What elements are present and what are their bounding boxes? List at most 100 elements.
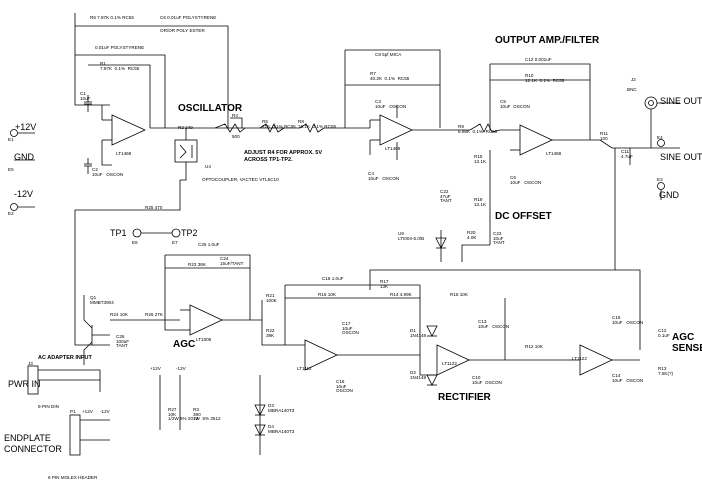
part-r1: R1 7.87K 0.1% RC55: [100, 61, 140, 71]
part-r25: R25 470: [145, 205, 163, 210]
section-agc: AGC: [173, 339, 196, 350]
part-u7: LT1122: [442, 361, 457, 366]
part-r4v: 500: [232, 134, 240, 139]
wire-osc-fb: [75, 54, 166, 128]
part-e6: E6: [132, 240, 138, 245]
part-c13: C13 10uF OSCON: [478, 319, 510, 329]
part-c25: C25 1.0uF: [198, 242, 220, 247]
part-r11: R11 100: [600, 131, 609, 141]
part-d4: D4 MBRA140T3: [268, 424, 295, 434]
terminal-e1: [10, 129, 18, 137]
optocoupler-u4: [174, 139, 198, 163]
label-pwr-in: PWR IN: [8, 379, 41, 389]
part-r19: R19 13.1K: [474, 197, 487, 207]
part-r16: R16 10K: [318, 292, 336, 297]
part-r13: R13 7.5K(?): [658, 366, 674, 376]
part-q1: Q1 MMBT3904: [90, 295, 114, 305]
opamp-u3-symbol: [519, 124, 553, 156]
wire-osc-r1: [88, 64, 151, 128]
opamp-u6-symbol: [304, 339, 338, 371]
terminal-e2: [10, 203, 18, 211]
part-v12b: -12V: [176, 366, 186, 371]
part-r12: R12 10K: [525, 344, 543, 349]
part-c6b: OR/OR POLY ESTER: [160, 28, 205, 33]
connector-p1: [69, 414, 81, 456]
opamp-u5-symbol: [189, 304, 223, 336]
label-sine-out-2: SINE OUT: [660, 152, 702, 162]
part-j3: J3: [28, 361, 33, 366]
part-c11: C11 4.7uF: [621, 149, 633, 159]
part-d3: D3 MBRA140T3: [268, 403, 295, 413]
part-c18: C18 1.0uF: [322, 276, 344, 281]
part-r15: R15 13.1K: [474, 154, 487, 164]
part-c12b: C12 0.1uF: [658, 328, 670, 338]
part-c6: C6 0.01uF POLYSTYRENE: [160, 15, 217, 20]
part-c14: C14 10uF OSCON: [612, 373, 644, 383]
part-r3: R3 390 1W 5% 2512: [193, 407, 221, 422]
part-u2: LT1468: [385, 146, 401, 151]
part-c5: C5 10uF OSCON: [500, 99, 530, 109]
part-u4: U4: [205, 164, 211, 169]
connector-j3: [27, 365, 39, 395]
part-u5: LT1006: [196, 337, 212, 342]
part-r7: R7 40.2K 0.1% RC55: [370, 71, 410, 81]
testpoint-tp1: [132, 228, 142, 238]
part-d2: D2 1N4148: [410, 370, 427, 380]
part-v12a: +12V: [150, 366, 161, 371]
part-r27: R27 10K 1/2W 5% 2010: [168, 407, 199, 422]
part-c4: C4 10uF OSCON: [368, 171, 400, 181]
part-c2: C2 10uF OSCON: [92, 167, 124, 177]
label-gnd-right: GND: [659, 190, 679, 200]
part-c12: C12 0.001uF: [525, 57, 552, 62]
note-molex: 6 PIN MOLEX HEADER: [48, 475, 98, 480]
part-r21: R21 100K: [266, 293, 277, 303]
part-r8: R8 16.1K 0.1% RC55: [298, 119, 337, 129]
wire-osc-top-loop: [74, 13, 110, 106]
part-c10: C10 10uF OSCON: [472, 375, 502, 385]
part-u8: LT1122: [572, 356, 587, 361]
part-d1: D1 1N4148: [410, 328, 427, 338]
adjust-note: ADJUST R4 FOR APPROX. 5V ACROSS TP1-TP2.: [244, 150, 323, 163]
label-minus12v: -12V: [14, 189, 34, 199]
section-output-amp: OUTPUT AMP./FILTER: [495, 35, 600, 46]
bnc-jack: [644, 96, 658, 110]
label-plus12v: +12V: [15, 122, 37, 132]
part-e5: E5: [8, 167, 14, 172]
part-c1: C1 10uF: [80, 91, 91, 101]
section-oscillator: OSCILLATOR: [178, 103, 243, 114]
part-r24: R24 10K: [110, 312, 128, 317]
part-e3: E3: [657, 177, 663, 182]
part-c24: C24 15uF/TANT: [220, 256, 244, 266]
part-p1: P1: [70, 409, 76, 414]
part-r2: R2 249: [178, 125, 193, 130]
part-c22: C22 47uF TANT: [440, 189, 452, 204]
testpoint-tp2: [171, 228, 181, 238]
part-r6: R6 7.87K 0.1% RC55: [90, 15, 134, 20]
part-c16: C16 10uF OSCON: [336, 379, 353, 394]
part-r9: R9 6.98K 0.1% RC55: [458, 124, 498, 134]
label-gnd: GND: [14, 152, 34, 162]
part-c23: C23 10uF TANT: [493, 231, 505, 246]
part-e1: E1: [8, 137, 14, 142]
part-v12d: -12V: [100, 409, 110, 414]
part-u6: LT1112: [297, 366, 312, 371]
part-e4: E4: [657, 135, 663, 140]
terminal-e3: [657, 182, 665, 190]
part-r4: R4: [232, 113, 238, 118]
terminal-e4: [657, 139, 665, 147]
part-bnc: BNC: [627, 87, 637, 92]
part-c17: C17 10uF OSCON: [342, 321, 359, 336]
section-rectifier: RECTIFIER: [438, 392, 491, 403]
part-r23: R23 38K: [188, 262, 206, 267]
part-c26: C26 100uF TANT: [116, 334, 130, 349]
note-din: 5-PIN DIN: [38, 404, 59, 409]
part-j2: J2: [631, 77, 636, 82]
note-optocoupler: OPTOCOUPLER, VACTEC VTL5C10: [202, 177, 279, 182]
opamp-u7-symbol: [436, 344, 470, 376]
wire-osc-top-bus: [75, 25, 229, 80]
part-c8: C8 5pf MICA: [375, 52, 402, 57]
label-sine-out-1: SINE OUT: [660, 96, 702, 106]
part-r26: R26 27K: [145, 312, 163, 317]
part-u3: LT1468: [546, 151, 562, 156]
